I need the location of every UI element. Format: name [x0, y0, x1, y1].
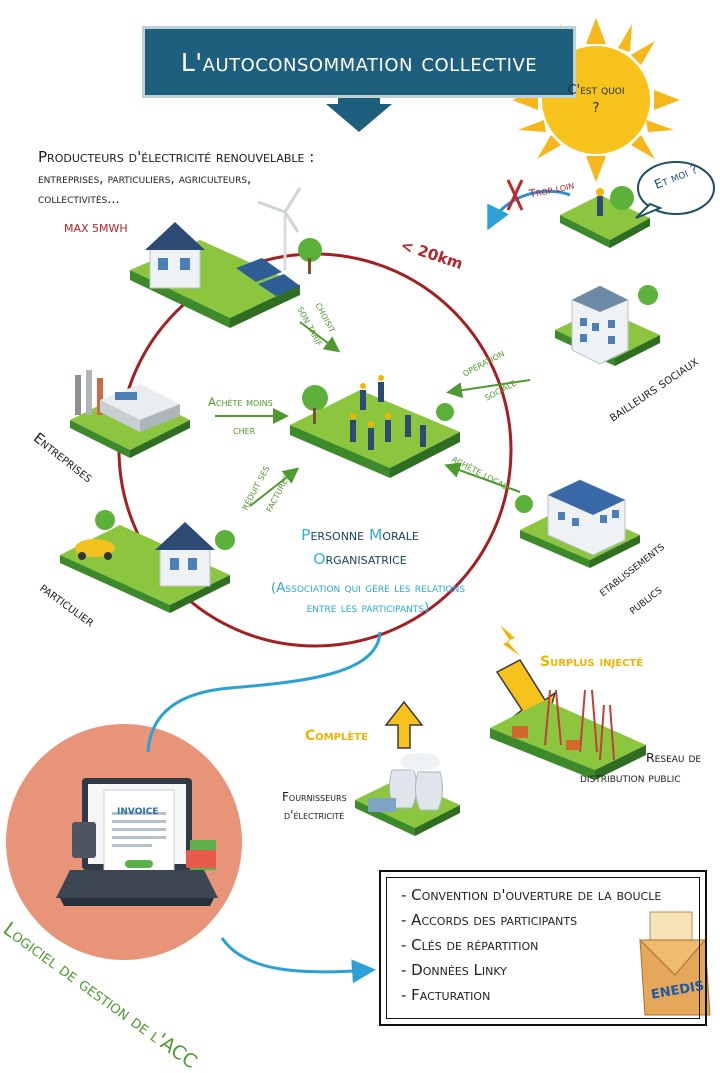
speech-bubble [637, 161, 715, 215]
banner-down-arrow [326, 98, 392, 132]
label-fournisseurs2: d'électricité [284, 808, 345, 822]
arrow-choisit [299, 321, 341, 353]
house-car-illustration [60, 510, 235, 613]
producers-line3: collectivités... [38, 192, 120, 207]
power-grid-illustration [490, 689, 646, 780]
pmo-assoc2: entre les participants) [306, 600, 430, 616]
complete-arrow [384, 700, 424, 749]
arrow-operation-sociale [446, 379, 531, 399]
list-item: - Clés de répartition [401, 936, 539, 954]
list-item: - Accords des participants [401, 911, 578, 929]
label-complete: Complète [305, 728, 368, 744]
list-item: - Facturation [401, 986, 491, 1004]
producers-line1: Producteurs d'électricité renouvelable : [38, 148, 315, 166]
envelope-icon [638, 911, 711, 1016]
label-reseau1: Reseau de [646, 750, 702, 765]
pmo-ersonne: ersonne [310, 526, 370, 544]
label-achete-moins: Achète moins [208, 395, 273, 409]
solar-house-illustration [130, 187, 322, 328]
pmo-rganisatrice: rganisatrice [325, 550, 407, 568]
pmo-orale: orale [382, 526, 419, 544]
sun-text: C'est quoi ? [567, 83, 625, 116]
factory-illustration [70, 370, 190, 458]
list-item: - Convention d'ouverture de la boucle [401, 886, 662, 904]
too-far-arrow [487, 189, 571, 231]
list-item: - Données Linky [401, 961, 507, 979]
documents-list-inner: - Convention d'ouverture de la boucle - … [386, 877, 700, 1019]
participants-group-illustration [290, 375, 460, 478]
social-housing-illustration [555, 285, 660, 366]
documents-list-box: - Convention d'ouverture de la boucle - … [379, 870, 707, 1026]
pmo-p: P [301, 526, 311, 544]
pmo-assoc1: (Association qui gère les relations [270, 580, 466, 596]
person-too-far-illustration [560, 186, 650, 248]
arrow-reduit-factures [249, 467, 300, 507]
label-surplus: Surplus injecté [540, 654, 644, 670]
cable-to-list-arrow [220, 937, 376, 984]
arrow-achete-local [444, 462, 521, 493]
label-cher: cher [233, 423, 256, 437]
label-fournisseurs1: Fournisseurs [282, 790, 347, 804]
public-building-illustration [515, 479, 640, 568]
pmo-description: (Association qui gère les relations entr… [258, 578, 478, 618]
power-plant-illustration [355, 753, 460, 836]
invoice-label: INVOICE [117, 807, 159, 817]
laptop-illustration [56, 778, 218, 906]
label-reseau2: distribution public [580, 770, 681, 785]
title-banner: L'autoconsommation collective [142, 26, 576, 98]
producers-max: MAX 5MWH [64, 222, 128, 235]
pmo-o: O [313, 550, 326, 568]
cable-line [146, 631, 382, 753]
diagram-graphics [6, 18, 715, 1016]
pmo-title: Personne Morale Organisatrice [240, 523, 480, 571]
page-title: L'autoconsommation collective [180, 47, 538, 77]
lightning-icon [500, 625, 520, 656]
pmo-m: M [369, 526, 383, 544]
producers-line2: entreprises, particuliers, agriculteurs, [38, 172, 252, 187]
